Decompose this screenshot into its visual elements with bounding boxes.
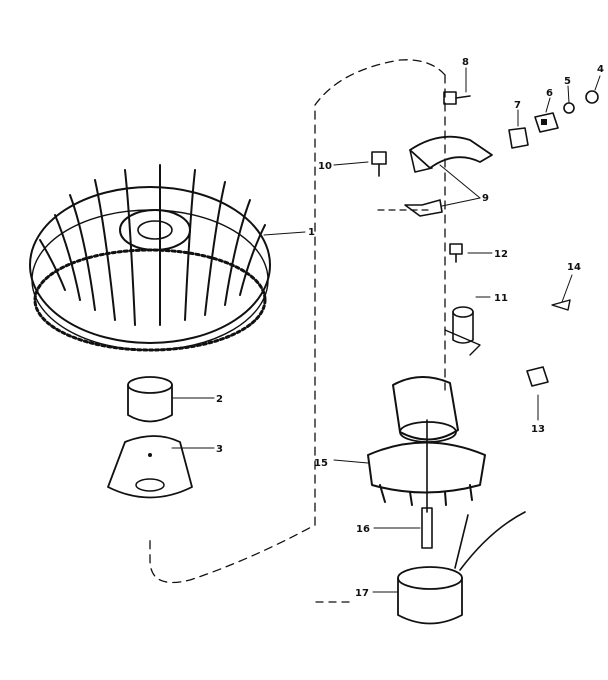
- leader-lines: [171, 67, 601, 593]
- assembly-path-dashed: [149, 59, 446, 584]
- plate: [107, 435, 193, 499]
- callout-1: 1: [308, 227, 315, 238]
- bolt: [371, 151, 387, 177]
- washer: [526, 366, 549, 387]
- screw: [443, 91, 471, 105]
- callout-14: 14: [567, 262, 581, 273]
- callout-3: 3: [216, 444, 223, 455]
- coil: [444, 306, 481, 356]
- callout-8: 8: [462, 57, 469, 68]
- callout-16: 16: [356, 524, 370, 535]
- callout-5: 5: [564, 76, 571, 87]
- callout-10: 10: [318, 161, 332, 172]
- small-plate: [508, 127, 529, 149]
- pin: [551, 299, 571, 311]
- nut: [563, 102, 575, 114]
- callout-2: 2: [216, 394, 223, 405]
- bracket: [404, 135, 493, 217]
- callout-9: 9: [482, 193, 489, 204]
- callout-17: 17: [355, 588, 369, 599]
- flywheel: [29, 164, 271, 352]
- sleeve: [127, 376, 173, 423]
- callout-15: 15: [314, 458, 328, 469]
- housing: [367, 376, 486, 513]
- block: [534, 112, 559, 133]
- callout-12: 12: [494, 249, 508, 260]
- callout-13: 13: [531, 424, 545, 435]
- cap: [585, 90, 599, 104]
- callout-11: 11: [494, 293, 508, 304]
- coil-cup: [397, 511, 526, 625]
- callout-6: 6: [546, 88, 553, 99]
- callout-4: 4: [597, 64, 604, 75]
- shaft: [421, 507, 433, 549]
- callout-7: 7: [514, 100, 521, 111]
- small-bolt: [449, 243, 463, 263]
